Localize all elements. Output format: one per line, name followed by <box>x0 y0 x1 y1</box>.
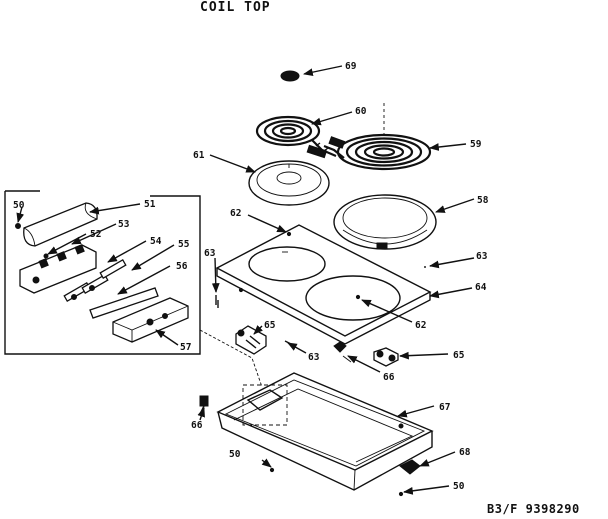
part-50-screw-lower <box>269 467 275 473</box>
document-number: B3/F 9398290 <box>487 502 580 516</box>
callout-56: 56 <box>176 261 188 272</box>
callout-65-right: 65 <box>453 350 465 361</box>
part-50-screw <box>15 223 21 229</box>
part-56-insulator-strip <box>89 287 159 319</box>
callout-62-right: 62 <box>415 320 426 331</box>
callout-50-lower: 50 <box>229 449 241 460</box>
control-panel-assembly-box <box>4 190 263 388</box>
callout-60: 60 <box>355 106 367 117</box>
callout-63-center: 63 <box>308 352 320 363</box>
diagram-title: COIL TOP <box>200 0 271 15</box>
part-69-knob <box>280 70 300 82</box>
callout-63-left: 63 <box>204 248 216 259</box>
callout-53: 53 <box>118 219 130 230</box>
callout-67: 67 <box>439 402 450 413</box>
part-58-large-drip-pan <box>333 194 437 250</box>
callout-50-bottom: 50 <box>453 481 465 492</box>
callout-66-center: 66 <box>383 372 395 383</box>
callout-51: 51 <box>144 199 156 210</box>
callout-61: 61 <box>193 150 205 161</box>
part-52-switch-bank <box>19 244 97 294</box>
part-54-switch-knobs <box>63 259 127 302</box>
part-66-clip-left <box>199 395 209 415</box>
callout-66-left: 66 <box>191 420 203 431</box>
part-60-small-coil <box>255 115 337 159</box>
callout-62-top: 62 <box>230 208 241 219</box>
callout-57: 57 <box>180 342 191 353</box>
callout-58: 58 <box>477 195 489 206</box>
part-57-switch-bracket <box>112 297 189 343</box>
callout-65-left: 65 <box>264 320 276 331</box>
part-59-large-coil <box>323 103 432 171</box>
callout-63-right: 63 <box>476 251 488 262</box>
part-61-small-drip-pan <box>248 160 330 206</box>
part-50-screw-bottom <box>398 491 404 497</box>
part-51-panel-cover <box>23 202 98 247</box>
part-65-terminal-block <box>235 325 267 355</box>
part-66-clip-center <box>333 341 352 363</box>
callout-labels: 69 60 59 61 58 50 51 62 52 53 54 55 63 6… <box>13 61 489 492</box>
part-65-terminal-block-right <box>373 347 399 367</box>
callout-55: 55 <box>178 239 190 250</box>
callout-59: 59 <box>470 139 482 150</box>
callout-50-top: 50 <box>13 200 25 211</box>
part-67-burner-box <box>216 372 434 491</box>
callout-69: 69 <box>345 61 357 72</box>
callout-54: 54 <box>150 236 162 247</box>
callout-68: 68 <box>459 447 471 458</box>
callout-64: 64 <box>475 282 487 293</box>
callout-52: 52 <box>90 229 101 240</box>
leader-lines <box>16 65 475 495</box>
part-68-bracket <box>399 459 421 475</box>
